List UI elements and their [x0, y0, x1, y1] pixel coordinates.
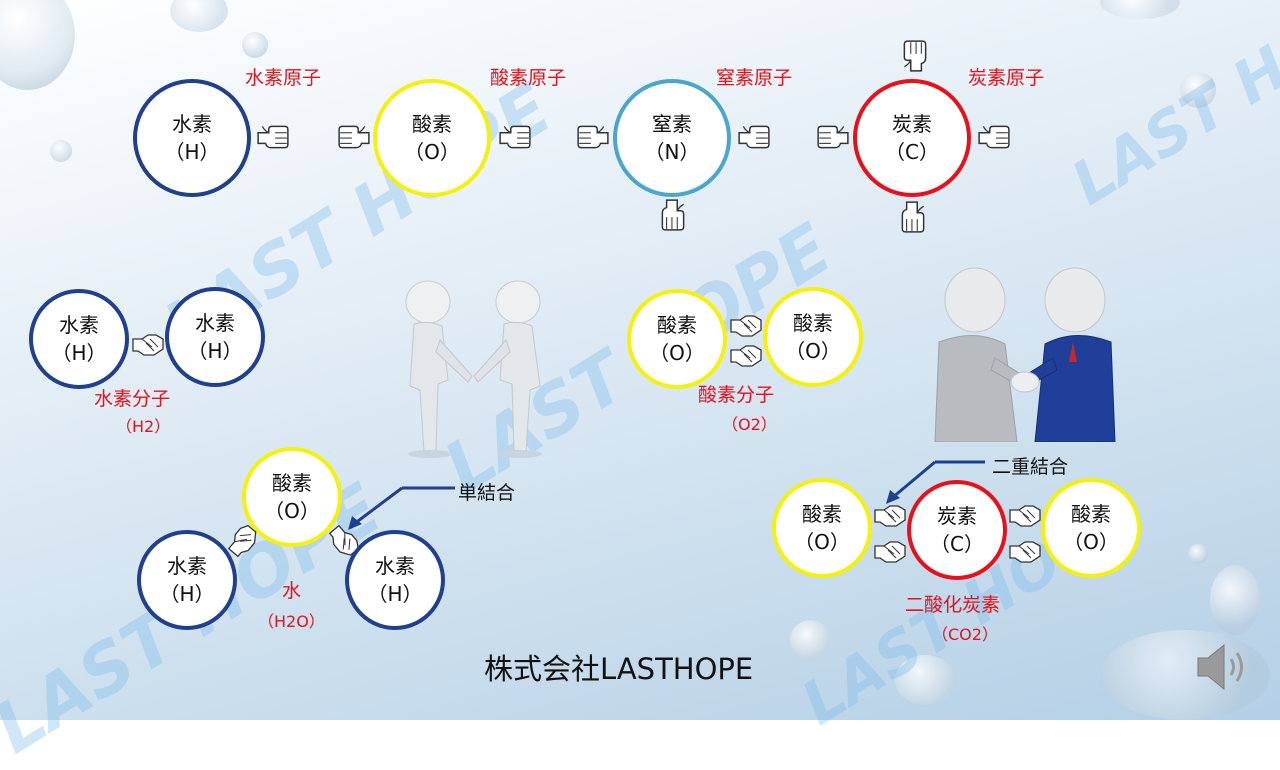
- handshake-icon: [1009, 505, 1041, 527]
- oxygen-atom: 酸素 （O）: [1041, 478, 1141, 578]
- carbon-atom: 炭素 （C）: [907, 480, 1007, 580]
- water-formula: （H2O）: [258, 612, 325, 631]
- atom-name: 酸素: [412, 112, 452, 136]
- oxygen-atom: 酸素 （O）: [242, 447, 342, 547]
- atom-name: 酸素: [793, 311, 833, 335]
- oxygen-atom: 酸素 （O）: [373, 79, 491, 197]
- water-drop-decoration: [1180, 72, 1216, 108]
- company-name: 株式会社LASTHOPE: [484, 652, 754, 686]
- atom-symbol: （H）: [187, 339, 243, 363]
- atom-name: 酸素: [802, 502, 842, 526]
- atom-name: 水素: [172, 112, 212, 136]
- nitrogen-atom: 窒素 （N）: [613, 79, 731, 197]
- atom-symbol: （O）: [404, 140, 460, 164]
- h2-formula: （H2）: [116, 417, 171, 436]
- atom-symbol: （H）: [51, 341, 107, 365]
- hand-icon: [903, 40, 927, 72]
- handshake-icon: [1009, 541, 1041, 563]
- atom-name: 水素: [59, 313, 99, 337]
- single-bond-label: 単結合: [458, 482, 516, 504]
- hydrogen-atom-caption: 水素原子: [245, 67, 322, 89]
- handshake-icon: [874, 505, 906, 527]
- water-drop-decoration: [1100, 630, 1270, 720]
- atom-symbol: （C）: [885, 140, 939, 164]
- atom-name: 酸素: [272, 471, 312, 495]
- atom-symbol: （H）: [164, 140, 220, 164]
- atom-name: 酸素: [657, 313, 697, 337]
- bond-pointer-arrow: [886, 460, 985, 504]
- water-drop-decoration: [895, 655, 955, 705]
- water-drop-decoration: [1210, 565, 1260, 635]
- handshake-icon: [730, 345, 762, 367]
- atom-name: 炭素: [937, 504, 977, 528]
- atom-symbol: （N）: [644, 140, 700, 164]
- oxygen-atom-caption: 酸素原子: [490, 67, 567, 89]
- atom-name: 酸素: [1071, 502, 1111, 526]
- hand-icon: [338, 125, 370, 149]
- double-bond-label: 二重結合: [992, 456, 1069, 478]
- handshake-icon: [874, 541, 906, 563]
- speaker-icon[interactable]: [1194, 642, 1252, 692]
- water-drop-decoration: [1100, 0, 1180, 19]
- oxygen-atom: 酸素 （O）: [763, 287, 863, 387]
- atom-symbol: （O）: [1063, 530, 1119, 554]
- water-drop-decoration: [1188, 544, 1208, 564]
- o2-formula: （O2）: [722, 415, 777, 434]
- bond-pointer-arrow: [348, 486, 455, 530]
- co2-formula: （CO2）: [932, 625, 998, 644]
- atom-symbol: （C）: [930, 532, 984, 556]
- atom-symbol: （O）: [785, 339, 841, 363]
- water-molecule-label: 水: [282, 580, 302, 602]
- atom-name: 水素: [195, 311, 235, 335]
- water-drop-decoration: [790, 620, 830, 660]
- hydrogen-atom: 水素 （H）: [345, 530, 445, 630]
- hand-icon: [499, 125, 531, 149]
- hydrogen-atom: 水素 （H）: [29, 289, 129, 389]
- atom-name: 窒素: [652, 112, 692, 136]
- hand-icon: [661, 199, 685, 231]
- atom-symbol: （H）: [367, 582, 423, 606]
- hand-icon: [257, 125, 289, 149]
- hand-icon: [817, 125, 849, 149]
- carbon-atom: 炭素 （C）: [853, 79, 971, 197]
- carbon-atom-caption: 炭素原子: [968, 67, 1045, 89]
- atom-symbol: （O）: [794, 530, 850, 554]
- nitrogen-atom-caption: 窒素原子: [716, 67, 793, 89]
- atom-name: 炭素: [892, 112, 932, 136]
- co2-molecule-label: 二酸化炭素: [905, 594, 1001, 616]
- oxygen-atom: 酸素 （O）: [627, 289, 727, 389]
- hydrogen-atom: 水素 （H）: [133, 79, 251, 197]
- water-drop-decoration: [242, 32, 268, 58]
- hydrogen-atom: 水素 （H）: [165, 287, 265, 387]
- oxygen-atom: 酸素 （O）: [772, 478, 872, 578]
- o2-molecule-label: 酸素分子: [698, 384, 775, 406]
- hand-icon: [978, 125, 1010, 149]
- hydrogen-atom: 水素 （H）: [137, 530, 237, 630]
- handshake-icon: [132, 334, 164, 356]
- atom-name: 水素: [375, 554, 415, 578]
- hand-icon: [901, 201, 925, 233]
- handshake-icon: [730, 315, 762, 337]
- people-handshake-figure: [405, 280, 542, 458]
- atom-symbol: （H）: [159, 582, 215, 606]
- atom-symbol: （O）: [264, 499, 320, 523]
- hand-icon: [577, 125, 609, 149]
- atom-name: 水素: [167, 554, 207, 578]
- atom-symbol: （O）: [649, 341, 705, 365]
- businessmen-handshake-figure: [934, 267, 1116, 442]
- water-drop-decoration: [50, 140, 72, 162]
- h2-molecule-label: 水素分子: [94, 388, 171, 410]
- hand-icon: [738, 125, 770, 149]
